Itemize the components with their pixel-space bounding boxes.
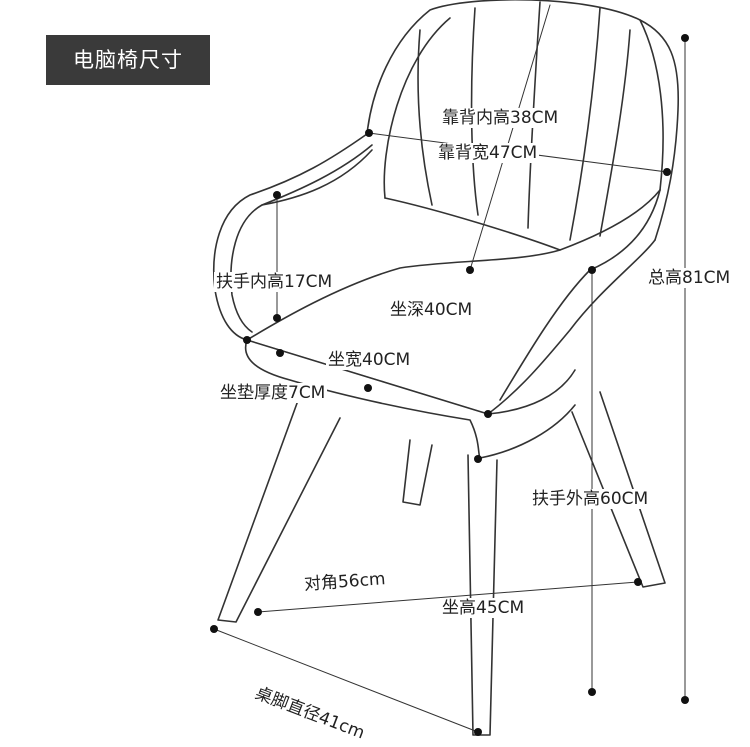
title-badge: 电脑椅尺寸 [46,35,210,85]
label-armrest-inner-height: 扶手内高17CM [214,272,335,292]
back-cushion-outline [383,17,664,199]
seat-front [244,339,576,459]
label-back-width: 靠背宽47CM [436,143,540,163]
label-cushion-thickness: 坐垫厚度7CM [218,383,328,403]
label-armrest-outer-height: 扶手外高60CM [530,489,651,509]
back-left-leg [402,439,433,506]
measure-leg-diameter [213,628,479,733]
measure-back-inner-height [469,4,551,271]
seat-outline [246,249,561,341]
left-arm-outline [212,133,368,341]
measure-seat-width [246,339,489,415]
front-left-leg [217,394,341,623]
measure-diagonal [257,581,639,613]
label-seat-width: 坐宽40CM [326,350,413,370]
label-seat-height: 坐高45CM [440,598,527,618]
backrest-outline [366,0,680,241]
right-arm-outline [487,239,656,415]
label-total-height: 总高81CM [646,268,733,288]
label-back-inner-height: 靠背内高38CM [440,108,561,128]
label-seat-depth: 坐深40CM [388,300,475,320]
